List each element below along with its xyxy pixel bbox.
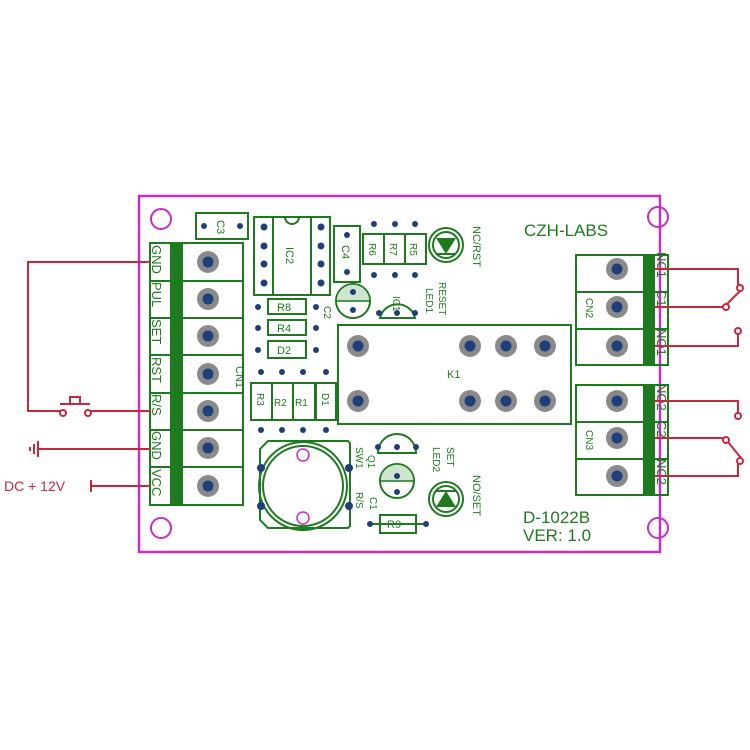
mounting-hole [647, 517, 669, 539]
cn3-label: CN3 [583, 430, 594, 450]
resistor-r9: R9 [367, 514, 429, 534]
mounting-hole [150, 208, 172, 230]
svg-text:C2: C2 [321, 306, 332, 319]
mounting-holes [150, 206, 669, 539]
svg-text:RESET: RESET [436, 282, 447, 315]
relay-pad [495, 335, 517, 357]
svg-text:D2: D2 [277, 345, 291, 357]
relay-pad [534, 335, 556, 357]
cn1-pin-label: R/S [149, 394, 164, 416]
cn1-pin-label: GND [149, 431, 164, 460]
external-wiring-right [655, 268, 744, 477]
led1: NC/RST RESET LED1 [423, 226, 482, 315]
svg-text:SW1: SW1 [353, 447, 364, 469]
mounting-hole [150, 517, 172, 539]
screw-terminal-pad [197, 325, 219, 347]
screw-terminal-pad [606, 427, 628, 449]
cn3-pin-label: NC2 [654, 459, 669, 485]
external-wiring-left: DC + 12V [4, 261, 150, 494]
capacitor-c4: C4 [333, 225, 361, 283]
svg-text:R6: R6 [366, 243, 377, 256]
cn1-pin-label: PUL [149, 282, 164, 307]
relay-pad [459, 335, 481, 357]
cn1-pin-label: GND [149, 245, 164, 274]
svg-text:R7: R7 [387, 243, 398, 256]
mounting-hole [647, 206, 669, 228]
screw-terminal-pad [197, 437, 219, 459]
ic2-chip: IC2 [253, 216, 331, 296]
relay-pad [459, 390, 481, 412]
svg-text:R2: R2 [274, 398, 287, 409]
transistor-q1: Q1 [365, 433, 419, 469]
cn1-pin-label: SET [149, 319, 164, 344]
svg-text:NO/SET: NO/SET [470, 475, 482, 516]
screw-terminal-pad [606, 296, 628, 318]
svg-text:SET: SET [444, 447, 455, 466]
svg-text:D1: D1 [319, 393, 330, 406]
svg-text:NC/RST: NC/RST [470, 226, 482, 267]
cn2-pin-label: C1 [654, 290, 669, 307]
screw-terminal-pad [606, 258, 628, 280]
svg-text:R9: R9 [387, 519, 401, 531]
switch-sw1: SW1 R/S [257, 440, 364, 531]
pushbutton-contact [59, 409, 67, 417]
svg-text:C3: C3 [214, 220, 226, 234]
pushbutton-contact [84, 409, 92, 417]
svg-text:C4: C4 [339, 245, 351, 259]
cn2-label: CN2 [583, 298, 594, 318]
svg-text:R/S: R/S [353, 492, 364, 509]
svg-text:C1: C1 [367, 497, 378, 510]
cn1-pin-label: RST [149, 357, 164, 383]
capacitor-c1: C1 [367, 463, 415, 510]
screw-terminal-pad [197, 400, 219, 422]
svg-text:LED1: LED1 [423, 288, 434, 313]
resistors-r6-r7-r5: R6 R7 R5 [362, 221, 427, 278]
capacitor-c3: C3 [195, 212, 249, 240]
led2: SET LED2 NO/SET [428, 447, 482, 517]
ic1-regulator: IC1 [376, 296, 418, 319]
model-label: D-1022B [523, 508, 590, 527]
relay-pad [347, 335, 369, 357]
version-label: VER: 1.0 [523, 526, 591, 545]
power-label: DC + 12V [4, 478, 66, 494]
capacitor-c2: C2 [321, 283, 371, 319]
screw-terminal-pad [197, 363, 219, 385]
screw-terminal-pad [197, 251, 219, 273]
svg-text:Q1: Q1 [365, 455, 376, 469]
svg-text:LED2: LED2 [430, 447, 441, 472]
screw-terminal-pad [606, 465, 628, 487]
relay-pad [347, 390, 369, 412]
cn2-pin-label: NC1 [654, 252, 669, 278]
svg-text:R8: R8 [277, 302, 291, 314]
svg-text:K1: K1 [447, 369, 460, 381]
brand-label: CZH-LABS [524, 221, 608, 240]
svg-text:R1: R1 [295, 398, 308, 409]
ground-icon [29, 441, 39, 457]
cn3-pin-label: C2 [654, 421, 669, 438]
board-outline [137, 194, 662, 554]
cn2-terminal: CN2 [575, 254, 669, 366]
cn2-pin-label: NO1 [654, 329, 669, 356]
cn1-terminal: GND PUL SET RST R/S GND VCC CN1 [149, 242, 245, 506]
svg-text:R4: R4 [277, 323, 291, 335]
resistors-r8-r4-diode-d2: R8 R4 D2 [255, 298, 319, 359]
screw-terminal-pad [197, 288, 219, 310]
cn3-pin-label: NO2 [654, 384, 669, 411]
relay-k1: K1 [337, 324, 572, 425]
screw-terminal-pad [606, 390, 628, 412]
svg-text:IC1: IC1 [390, 296, 401, 312]
svg-text:IC2: IC2 [283, 247, 295, 264]
relay-pad [534, 390, 556, 412]
cn1-pin-label: VCC [149, 469, 164, 496]
screw-terminal-pad [606, 335, 628, 357]
relay-pad [495, 390, 517, 412]
resistors-r3-r2-r1-diode-d1: R3 R2 R1 D1 [250, 369, 337, 433]
svg-text:R3: R3 [254, 393, 265, 406]
cn1-label: CN1 [233, 366, 245, 388]
screw-terminal-pad [197, 475, 219, 497]
cn3-terminal: CN3 [575, 384, 669, 496]
svg-text:R5: R5 [407, 243, 418, 256]
